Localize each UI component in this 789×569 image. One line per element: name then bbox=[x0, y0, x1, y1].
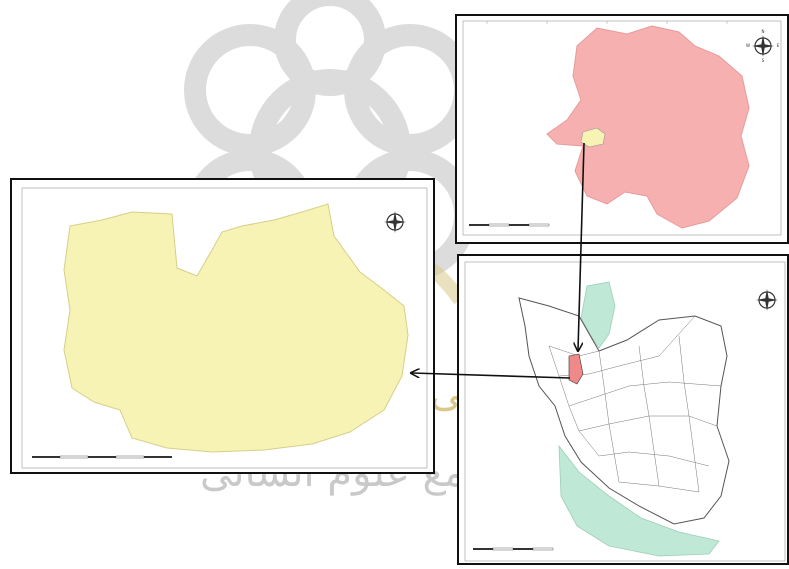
frame-ticks bbox=[486, 21, 728, 24]
country-outline bbox=[518, 297, 730, 525]
compass-w: W bbox=[746, 43, 750, 48]
scale-bar bbox=[473, 547, 554, 551]
scale-bar bbox=[469, 223, 550, 227]
compass-s: S bbox=[762, 58, 765, 63]
persian-gulf bbox=[558, 444, 720, 557]
compass-e: E bbox=[777, 43, 780, 48]
country-map bbox=[464, 261, 786, 562]
compass-rose-icon bbox=[756, 289, 778, 311]
compass-n: N bbox=[762, 29, 765, 34]
study-area-highlight bbox=[580, 127, 606, 148]
study-area-map-panel bbox=[10, 178, 435, 474]
compass-rose-icon bbox=[384, 211, 406, 233]
study-area-map bbox=[21, 187, 428, 469]
country-map-panel bbox=[457, 254, 789, 565]
province-map-panel: N S W E bbox=[455, 14, 789, 244]
province-map: N S W E bbox=[462, 20, 782, 236]
compass-rose-icon: N S W E bbox=[746, 29, 780, 63]
scale-bar bbox=[32, 455, 172, 459]
study-area-shape bbox=[63, 203, 409, 453]
province-shape bbox=[546, 25, 750, 229]
